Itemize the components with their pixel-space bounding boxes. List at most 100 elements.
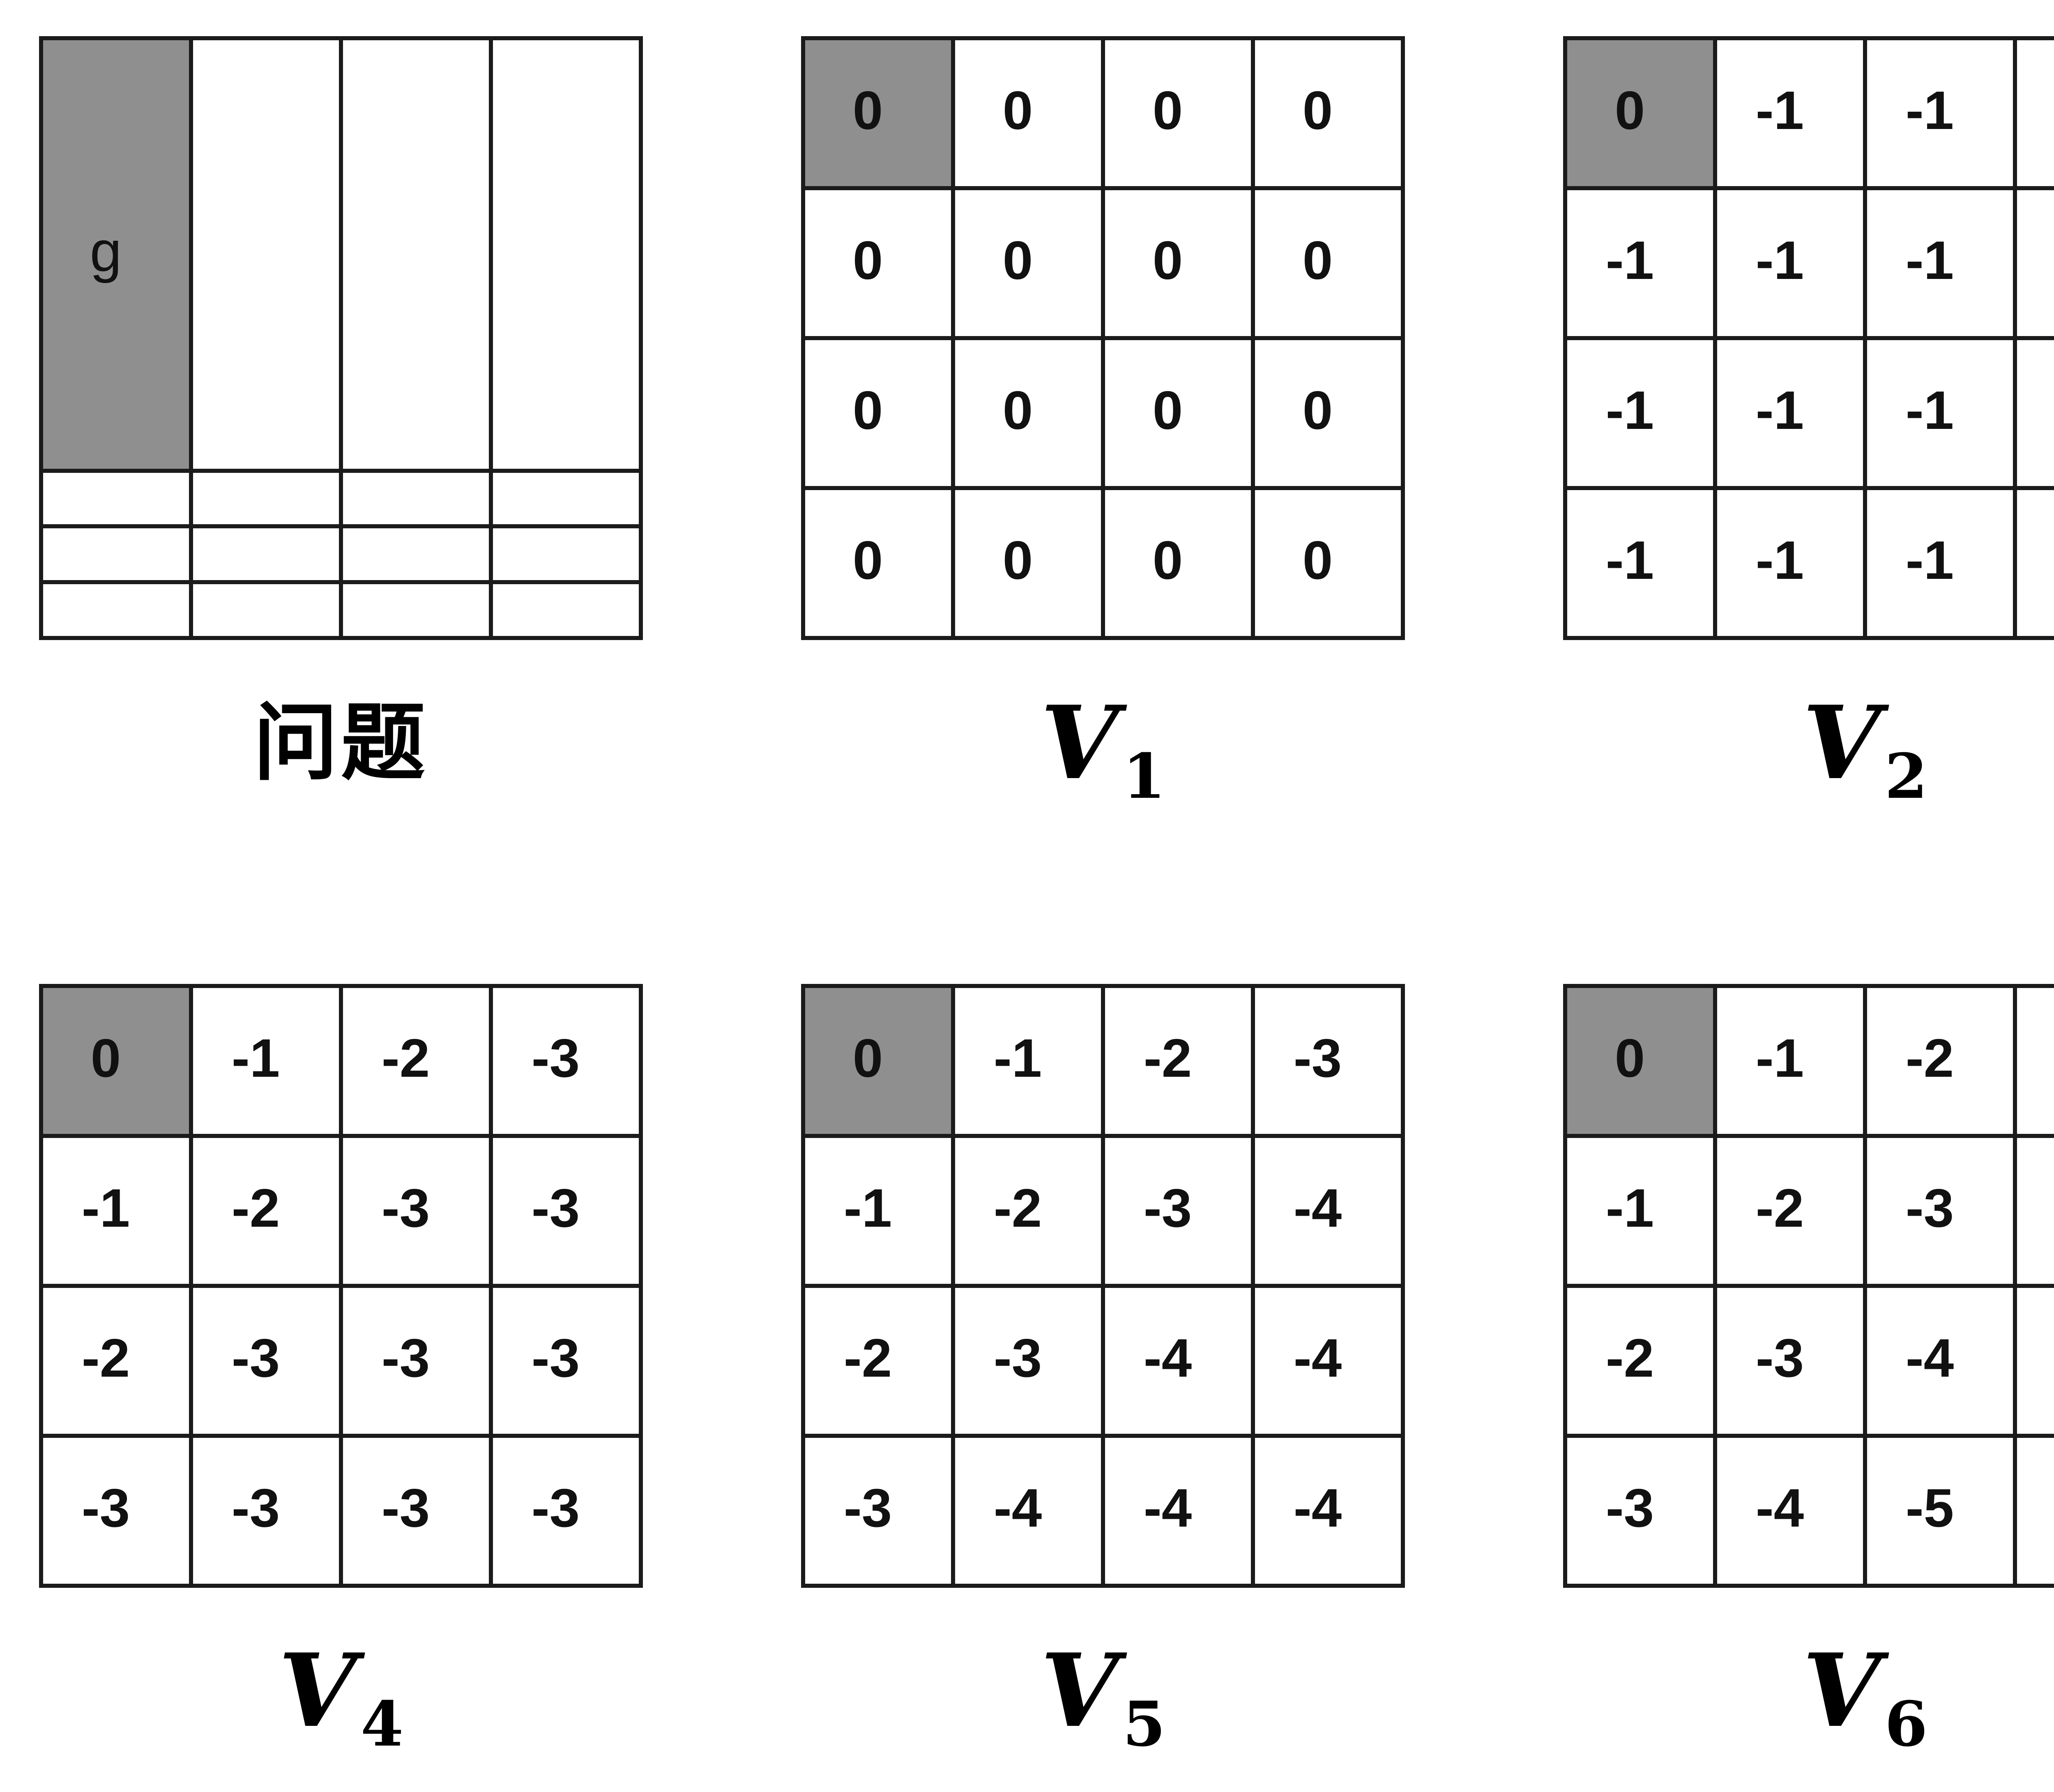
goal-cell: 0 [1563,36,1717,190]
grid-cell: 0 [951,486,1105,640]
grid-cell: 0 [1251,336,1405,490]
grid-cell: 0 [951,186,1105,340]
goal-cell: 0 [1563,984,1717,1138]
goal-cell: g [39,36,193,473]
panel-label-problem: 问题 [39,675,643,811]
grid-cell: -4 [1251,1434,1405,1588]
grid-cell: -1 [801,1134,955,1288]
grid-row: -1-1-1-1 [1563,186,2054,340]
grid-row: -2-3-4-5 [1563,1284,2054,1438]
grid-row: 0-1-1-1 [1563,36,2054,190]
label-text: V [278,1631,357,1750]
panel-label-v1: V1 [801,675,1405,813]
grid-cell: -3 [189,1434,343,1588]
grid-cell [489,468,643,529]
grid-cell: -3 [39,1434,193,1588]
grid-cell: -1 [2013,486,2054,640]
grid-cell: -2 [189,1134,343,1288]
grid-cell: -1 [1713,486,1867,640]
grid-row [39,468,643,529]
grid-row: -3-3-3-3 [39,1434,643,1588]
grid-row: -3-4-4-4 [801,1434,1405,1588]
goal-cell: 0 [39,984,193,1138]
grid-cell: 0 [1251,186,1405,340]
grid-cell: -2 [1713,1134,1867,1288]
label-subscript: 4 [360,1688,404,1760]
grid-cell: 0 [1101,36,1255,190]
panel-label-v5: V5 [801,1623,1405,1760]
grid-cell: -5 [1863,1434,2017,1588]
grid-cell: -3 [801,1434,955,1588]
grid-row: -1-1-1-1 [1563,336,2054,490]
grid-cell: -1 [1563,486,1717,640]
grid-cell: -4 [1863,1284,2017,1438]
grid-cell [39,580,193,640]
grid-row: g [39,36,643,473]
grid-v6: 0-1-2-3 -1-2-3-4 -2-3-4-5 -3-4-5-5 [1563,984,2054,1588]
grid-cell: 0 [801,336,955,490]
grid-cell: -3 [2013,984,2054,1138]
grid-cell: -1 [1563,186,1717,340]
label-text: V [1802,1631,1881,1750]
grid-cell [339,524,493,585]
grid-cell: -3 [489,1434,643,1588]
grid-cell: -3 [189,1284,343,1438]
grid-cell: -4 [2013,1134,2054,1288]
grid-row: -2-3-3-3 [39,1284,643,1438]
grid-cell: -3 [489,1284,643,1438]
grid-cell: -1 [1713,186,1867,340]
grid-problem: g [39,36,643,640]
grid-row [39,524,643,585]
grid-cell: -1 [1863,186,2017,340]
grid-cell: -2 [1863,984,2017,1138]
goal-cell: 0 [801,36,955,190]
label-subscript: 6 [1884,1688,1928,1760]
grid-cell: -3 [339,1134,493,1288]
grid-cell [189,36,343,473]
grid-cell [39,524,193,585]
panel-label-v4: V4 [39,1623,643,1760]
grid-cell: -3 [1713,1284,1867,1438]
panel-label-v6: V6 [1563,1623,2054,1760]
grid-row: -1-2-3-4 [801,1134,1405,1288]
panel-v2: 0-1-1-1 -1-1-1-1 -1-1-1-1 -1-1-1-1 V2 [1563,36,2054,813]
label-text: V [1040,1631,1119,1750]
grid-cell [339,468,493,529]
grid-cell: -2 [1101,984,1255,1138]
panel-v6: 0-1-2-3 -1-2-3-4 -2-3-4-5 -3-4-5-5 V6 [1563,984,2054,1760]
grid-cell: -1 [2013,336,2054,490]
label-text: V [1040,684,1119,802]
grid-cell: -1 [1713,36,1867,190]
label-text: V [1802,684,1881,802]
grid-cell: 0 [951,336,1105,490]
label-subscript: 5 [1122,1688,1166,1760]
grid-cell: -4 [1251,1284,1405,1438]
grid-cell: -2 [39,1284,193,1438]
grid-cell: -1 [951,984,1105,1138]
grid-cell: 0 [1101,486,1255,640]
grid-cell: -2 [1563,1284,1717,1438]
panel-label-v2: V2 [1563,675,2054,813]
grid-row [39,580,643,640]
grid-cell: -1 [1563,1134,1717,1288]
grid-row: -3-4-5-5 [1563,1434,2054,1588]
grid-cell: -3 [1101,1134,1255,1288]
grid-cell: -5 [2013,1434,2054,1588]
grid-cell [189,524,343,585]
grid-cell: -4 [951,1434,1105,1588]
goal-cell: 0 [801,984,955,1138]
label-text: 问题 [253,693,428,792]
grid-cell [39,468,193,529]
grid-cell: -3 [1251,984,1405,1138]
grid-v4: 0-1-2-3 -1-2-3-3 -2-3-3-3 -3-3-3-3 [39,984,643,1588]
grid-cell [189,580,343,640]
grid-cell: -3 [489,984,643,1138]
grid-cell: -4 [1251,1134,1405,1288]
grid-cell: -5 [2013,1284,2054,1438]
grid-cell: 0 [1101,336,1255,490]
